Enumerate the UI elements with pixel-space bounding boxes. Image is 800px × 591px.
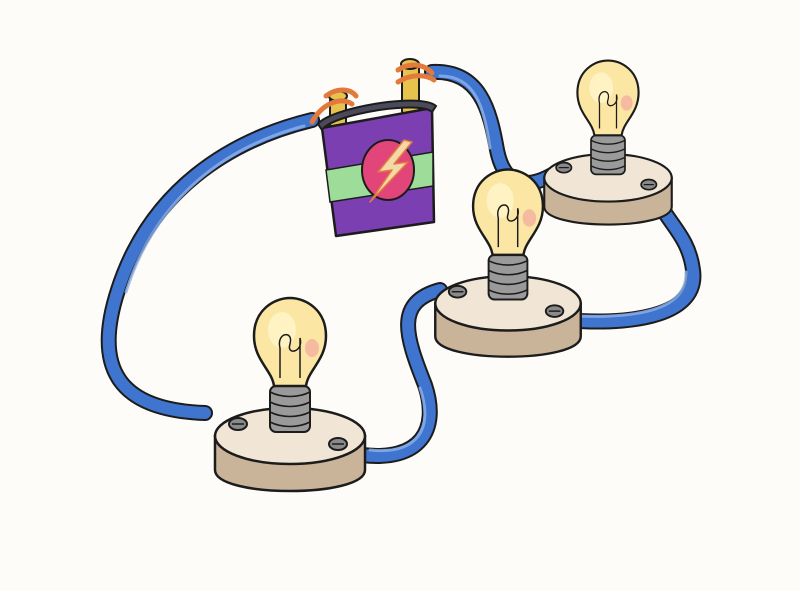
bulb-assembly-3 [543, 59, 673, 226]
bulb-assembly-2 [434, 168, 582, 358]
light-bulb-icon [576, 59, 640, 137]
light-bulb-icon [252, 296, 328, 388]
terminal-screw-icon [328, 437, 348, 451]
battery-icon [309, 58, 438, 238]
bulb-assemblies [213, 59, 673, 493]
terminal-screw-icon [544, 304, 565, 318]
wire-battery-to-bulb1 [100, 112, 320, 421]
bulb-assembly-1 [213, 296, 367, 493]
bulb-base [434, 274, 582, 358]
bulb-socket [487, 253, 529, 301]
terminal-screw-icon [447, 284, 468, 299]
lightning-bolt-icon [369, 139, 413, 203]
wire-bulb1-to-bulb2 [354, 282, 448, 464]
bulb-base [543, 152, 673, 226]
terminal-screw-icon [640, 178, 658, 191]
terminal-screw-icon [555, 161, 573, 174]
bulb-base [213, 406, 367, 493]
light-bulb-icon [471, 168, 545, 257]
terminal-screw-icon [228, 417, 248, 431]
bulb-socket [269, 385, 311, 433]
bulb-socket [590, 134, 626, 176]
